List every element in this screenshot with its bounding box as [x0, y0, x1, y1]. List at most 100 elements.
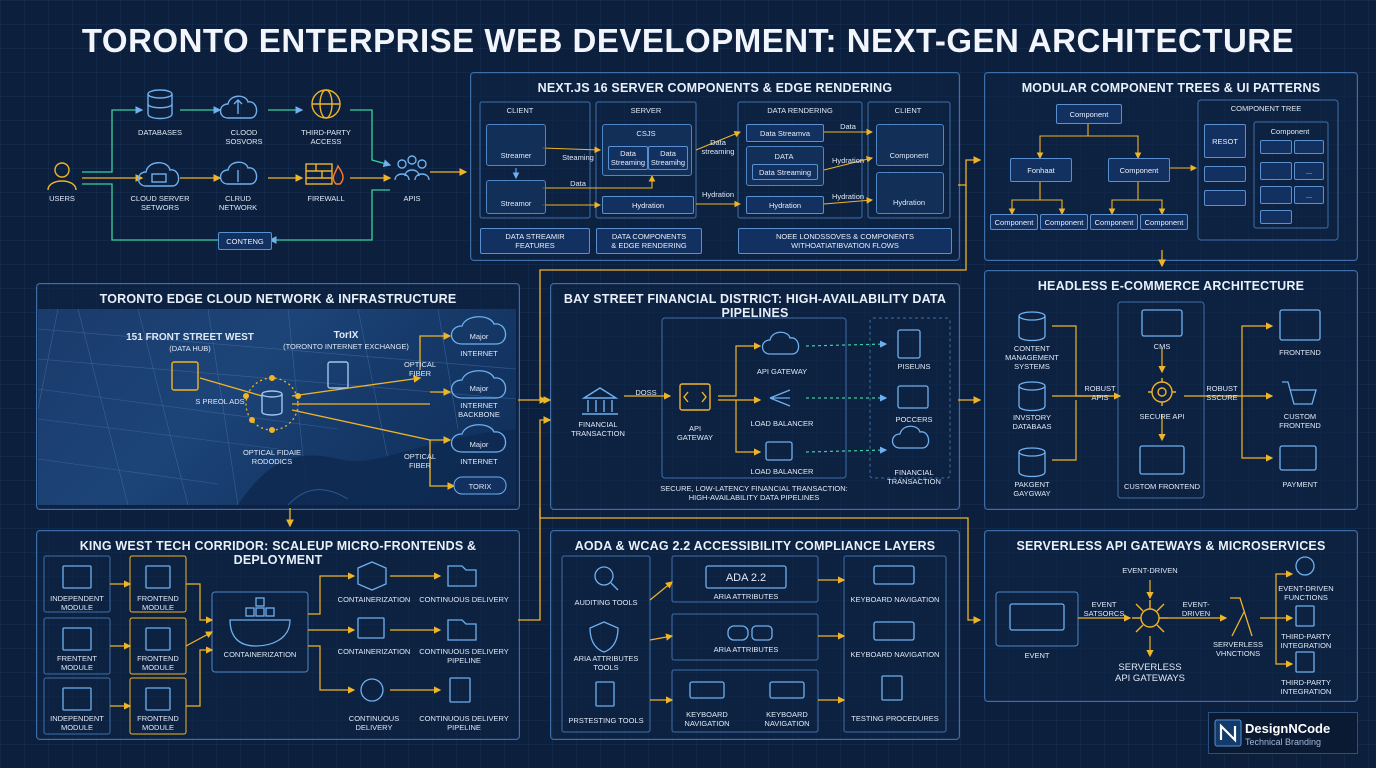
pipeline-folder-icon [447, 619, 477, 641]
data-inner-label: DATA [774, 152, 794, 161]
major-3: Major [469, 440, 489, 449]
frontend-module3-label: FRONTEND MODULE [137, 714, 179, 732]
pipeline-doc-icon [449, 677, 471, 703]
cms-left-label: CONTENT MANAGEMENT SYSTEMS [1005, 344, 1059, 371]
containerization-label: CONTAINERIZATION [337, 595, 411, 604]
component-label: Component [889, 151, 929, 160]
cloud-server-networks-label: CLOUD SERVER SETWORS [130, 194, 190, 212]
cloud-icon [219, 95, 258, 119]
page-title: TORONTO ENTERPRISE WEB DEVELOPMENT: NEXT… [81, 22, 1295, 59]
event-driven2-label: EVENT- DRIVEN [1181, 600, 1211, 618]
continuous-delivery2-label: CONTINUOUS DELIVERY [348, 714, 400, 732]
tree-leaf-1: Component [990, 214, 1038, 230]
panel-aoda: AODA & WCAG 2.2 ACCESSIBILITY COMPLIANCE… [550, 530, 960, 740]
panel-headless-title: HEADLESS E-COMMERCE ARCHITECTURE [1037, 279, 1305, 293]
hydration2-box: Hydration [746, 196, 824, 214]
panel-bay-title: BAY STREET FINANCIAL DISTRICT: HIGH-AVAI… [563, 292, 947, 320]
firewall-label: FIREWALL [307, 194, 345, 203]
load-balancer-box-icon [765, 441, 793, 461]
front-street-label: 151 FRONT STREET WEST [126, 332, 254, 343]
custom-frontend2-label: CUSTOM FRONTEND [1279, 412, 1321, 430]
tree-dots-2: ... [1294, 186, 1324, 204]
doss-label: DOSS [635, 388, 657, 397]
optical-fiber2-label: OPTICAL FIBER [403, 452, 437, 470]
frentent-module-label: FRENTENT MODULE [57, 654, 97, 672]
tree-component-label: Component [1270, 127, 1310, 136]
keyboard-nav-b-label: KEYBOARD NAVIGATION [764, 710, 810, 728]
gateway-cloud-icon [761, 331, 800, 355]
frontend-label: FRONTEND [1279, 348, 1321, 357]
internet-cloud-icons [450, 316, 507, 453]
optical-nodes-label: OPTICAL FIDAIE RODODICS [242, 448, 302, 466]
aoda-icons [589, 565, 915, 707]
load-balancer-label: LOAD BALANCER [750, 419, 814, 428]
data-streaming-inner-box: Data Streaming [752, 164, 818, 180]
financial-transaction-label: FINANCIAL TRANSACTION [571, 420, 625, 438]
tree-row-4 [1260, 186, 1292, 204]
event-sensors-label: EVENT SATSORCS [1083, 600, 1125, 618]
aria-tools-label: ARIA ATTRIBUTES TOOLS [573, 654, 639, 672]
tree-row-5 [1204, 166, 1246, 182]
nextjs-data-rendering-label: DATA RENDERING [767, 106, 833, 115]
aria-attributes-label: ARIA ATTRIBUTES [713, 592, 779, 601]
cloud-network-label: CLRUD NETWORK [218, 194, 258, 212]
streamer2-box [486, 180, 546, 214]
tree-leaf-2: Component [1040, 214, 1088, 230]
robust-apis-label: ROBUST APIS [1084, 384, 1116, 402]
torix-sub-label: (TORONTO INTERNET EXCHANGE) [283, 342, 409, 351]
folder-icon [447, 565, 477, 587]
panel-nextjs-title: NEXT.JS 16 SERVER COMPONENTS & EDGE REND… [537, 81, 893, 95]
third-party-label: THIRD-PARTY INTEGRATION [1280, 632, 1332, 650]
data-right-label: Data [840, 122, 856, 131]
headless-icons [1018, 309, 1321, 478]
resot-box: RESOT [1204, 124, 1246, 158]
bay-foot-label: SECURE, LOW-LATENCY FINANCIAL TRANSACTIO… [660, 484, 848, 502]
module-icons [62, 561, 477, 711]
cloud-server-icon [137, 162, 180, 187]
panel-king: KING WEST TECH CORRIDOR: SCALEUP MICRO-F… [36, 530, 520, 740]
payment-gateway-label: PAKGENT GAYGWAY [1013, 480, 1051, 498]
serverless-icons [1009, 556, 1315, 673]
keyboard-nav-a-label: KEYBOARD NAVIGATION [684, 710, 730, 728]
pipelines-label: PISEUNS [897, 362, 931, 371]
streamer-box [486, 124, 546, 166]
brand-name: DesignNCode [1245, 721, 1331, 736]
foot1-box: DATA STREAMIR FEATURES [480, 228, 590, 254]
tree-root-box: Component [1056, 104, 1122, 124]
third-party-label: THIRD-PARTY ACCESS [301, 128, 351, 146]
database-icon [147, 89, 173, 120]
container-stack-icon [357, 617, 385, 639]
nextjs-server-label: SERVER [630, 106, 662, 115]
data-label: Data [570, 179, 586, 188]
aria-attributes2-label: ARIA ATTRIBUTES [713, 645, 779, 654]
robust-secure-label: ROBUST SSCURE [1206, 384, 1238, 402]
keyboard-nav-c-label: KEYBOARD NAVIGATION [850, 595, 940, 604]
apis-label: APIS [403, 194, 421, 203]
panel-aoda-title: AODA & WCAG 2.2 ACCESSIBILITY COMPLIANCE… [574, 539, 936, 553]
internet-3: INTERNET [460, 457, 498, 466]
hydration-right2-label: Hydration [831, 192, 865, 201]
databases-label: DATABASES [138, 128, 182, 137]
bank-icon [581, 387, 619, 415]
tree-row-1 [1260, 140, 1292, 154]
data-streaming-b-box: Data Streamihg [648, 146, 688, 170]
data-hub-icon [171, 361, 349, 416]
users-icon [47, 162, 77, 191]
internet-backbone: INTERNET BACKBONE [458, 401, 500, 419]
serverless-functions-label: SERVERLESS VHNCTIONS [1213, 640, 1263, 658]
hydration-box: Hydration [602, 196, 694, 214]
wallet-icon [897, 385, 929, 409]
torix-label: TorIX [333, 330, 359, 341]
streaming-label: Steaming [562, 153, 594, 162]
cms-label: CMS [1153, 342, 1171, 351]
panel-serverless-title: SERVERLESS API GATEWAYS & MICROSERVICES [1016, 539, 1326, 553]
data-streaming-side-label: Data streaming [701, 138, 735, 156]
containerization-center-label: CONTAINERIZATION [223, 650, 297, 659]
foot2-box: DATA COMPONENTS & EDGE RENDERING [596, 228, 702, 254]
cloud-servers-label: CLOOD SOSVORS [225, 128, 263, 146]
data-streamva-box: Data Streamva [746, 124, 824, 142]
apis-icon [394, 155, 430, 181]
api-gateway-icon [679, 383, 711, 411]
testing-procedures-label: TESTING PROCEDURES [851, 714, 939, 723]
tree-dots-1: ... [1294, 162, 1324, 180]
